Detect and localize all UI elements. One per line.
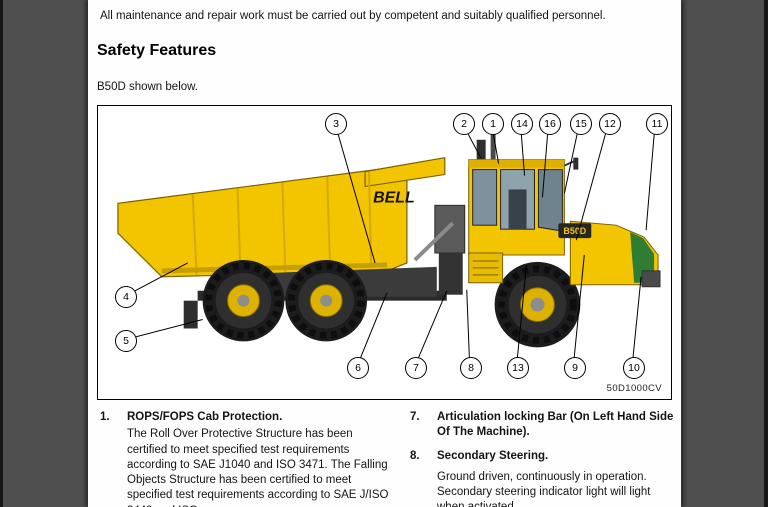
truck-cab <box>468 133 579 256</box>
item-body: The Roll Over Protective Structure has b… <box>127 428 389 507</box>
item-title: ROPS/FOPS Cab Protection. <box>127 411 283 423</box>
model-badge <box>558 223 592 239</box>
front-wheel <box>494 261 581 348</box>
callout-8: 8 <box>460 357 482 379</box>
truck-bin: BELL <box>117 156 446 278</box>
svg-text:B50D: B50D <box>563 226 586 236</box>
item-number: 1. <box>100 411 110 423</box>
callout-6: 6 <box>347 357 369 379</box>
callout-14: 14 <box>511 113 533 135</box>
safety-item-8: 8. Secondary Steering. Ground driven, co… <box>410 449 676 507</box>
bell-logo: BELL <box>373 189 415 206</box>
document-page: All maintenance and repair work must be … <box>88 0 681 507</box>
item-title: Articulation locking Bar (On Left Hand S… <box>437 411 674 439</box>
callout-2: 2 <box>453 113 475 135</box>
safety-features-diagram: BELL <box>97 105 672 400</box>
callout-12: 12 <box>599 113 621 135</box>
item-title: Secondary Steering. <box>437 449 549 462</box>
figure-code: 50D1000CV <box>606 383 662 394</box>
callout-7: 7 <box>405 357 427 379</box>
text-column-right: 7. Articulation locking Bar (On Left Han… <box>410 410 676 507</box>
rear-wheel <box>285 259 368 342</box>
callout-3: 3 <box>325 113 347 135</box>
subheading: B50D shown below. <box>97 81 199 93</box>
callout-4: 4 <box>115 286 137 308</box>
callout-11: 11 <box>646 113 668 135</box>
safety-item-7: 7. Articulation locking Bar (On Left Han… <box>410 410 676 441</box>
intro-text: All maintenance and repair work must be … <box>100 10 606 22</box>
callout-13: 13 <box>507 357 529 379</box>
green-stripe <box>630 232 655 283</box>
text-column-left: 1. ROPS/FOPS Cab Protection. The Roll Ov… <box>100 410 392 507</box>
callout-9: 9 <box>564 357 586 379</box>
safety-item-1: 1. ROPS/FOPS Cab Protection. The Roll Ov… <box>100 410 392 507</box>
callout-10: 10 <box>623 357 645 379</box>
callout-16: 16 <box>539 113 561 135</box>
viewer-edge-right <box>764 0 768 507</box>
page-title: Safety Features <box>97 42 217 59</box>
item-body: Ground driven, continuously in operation… <box>437 470 651 507</box>
articulation-hitch <box>413 204 466 295</box>
callout-1: 1 <box>482 113 504 135</box>
rear-wheel <box>202 259 285 342</box>
item-number: 7. <box>410 411 420 423</box>
viewer-edge-left <box>0 0 3 507</box>
callout-15: 15 <box>570 113 592 135</box>
truck-illustration: BELL <box>117 123 661 367</box>
item-number: 8. <box>410 449 420 462</box>
callout-5: 5 <box>115 330 137 352</box>
truck-front-body: B50D <box>468 220 661 288</box>
